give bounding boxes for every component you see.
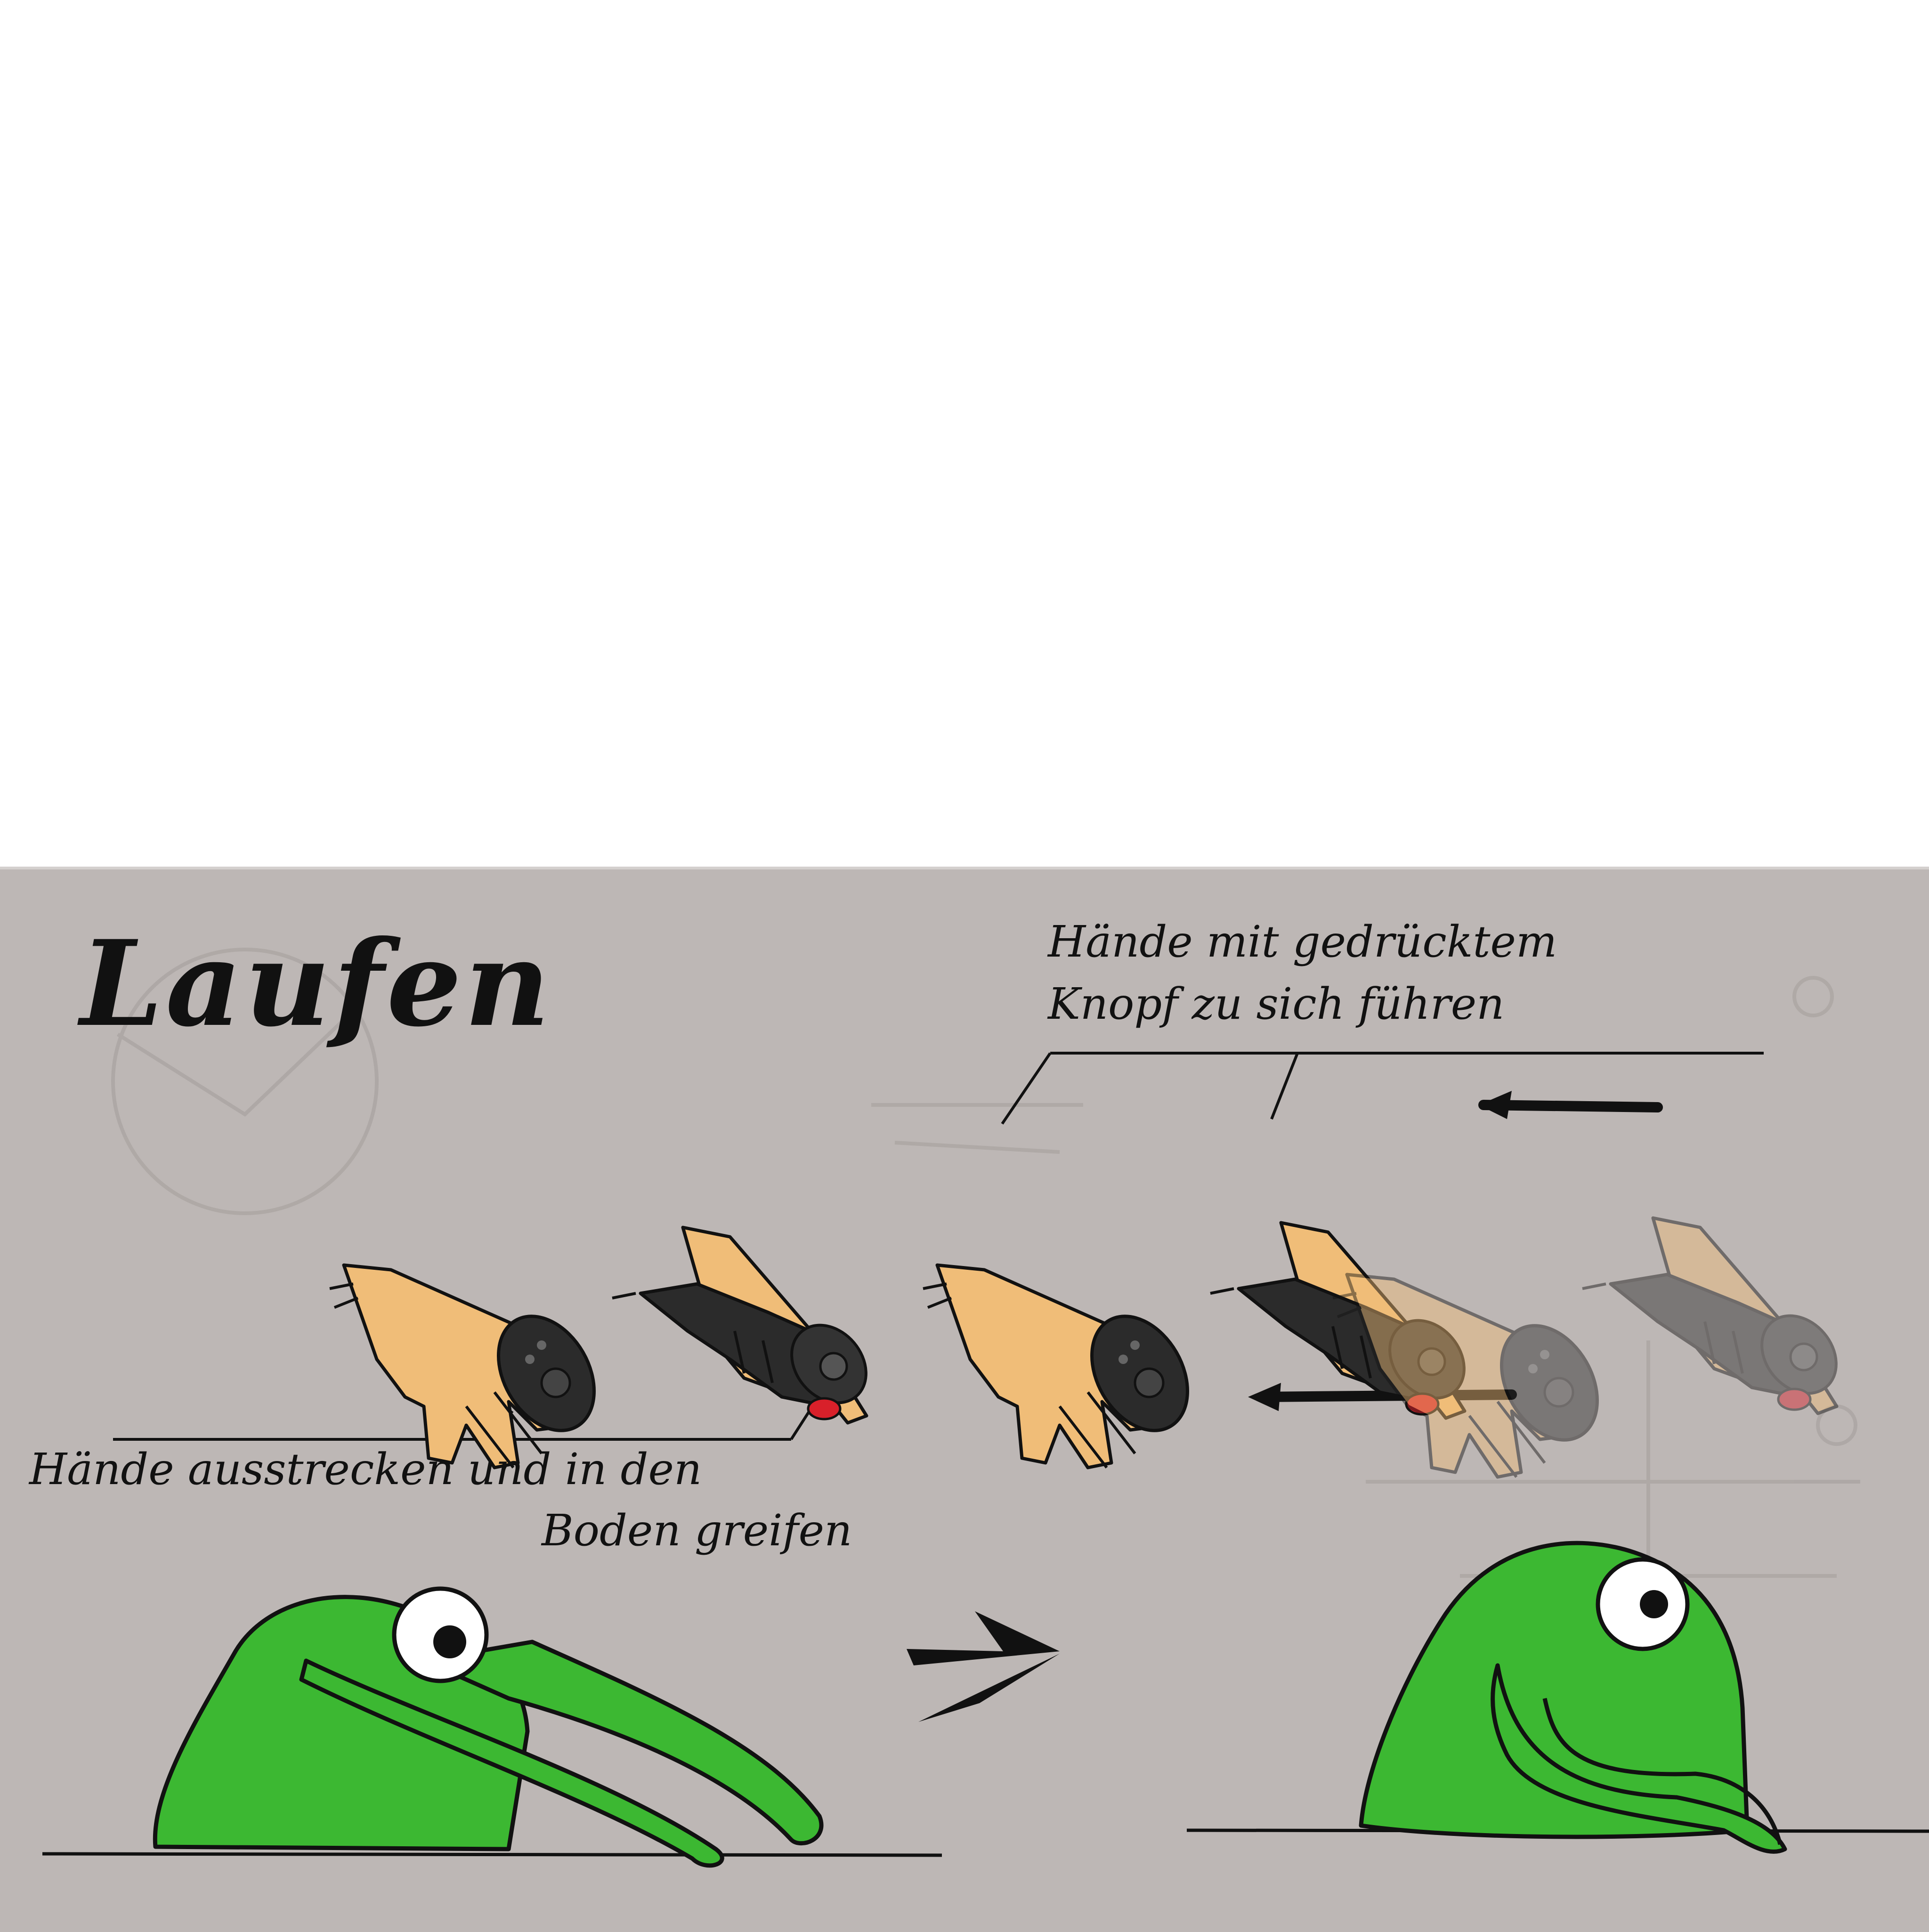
- arrow-left-icon: [1478, 1091, 1663, 1119]
- hand-gripping-controller-ghost-icon: [1582, 1218, 1851, 1413]
- instruction-top-line2: Knopf zu sich führen: [1048, 979, 1505, 1029]
- hand-open-controller-icon: [923, 1265, 1207, 1468]
- illustration-panel: Laufen Hände mit gedrücktem Knopf zu sic…: [0, 867, 1929, 1932]
- arrow-right-icon: [907, 1611, 1060, 1722]
- illustration-canvas: [42, 948, 1929, 1868]
- page-title: Laufen: [80, 914, 553, 1053]
- instruction-bottom-line2: Boden greifen: [542, 1505, 852, 1556]
- hand-open-controller-icon: [330, 1265, 614, 1468]
- top-instruction-bracket: [1001, 1052, 1764, 1125]
- instruction-bottom-line1: Hände ausstrecken und in den: [29, 1444, 702, 1494]
- green-blob-creature: [1359, 1541, 1787, 1854]
- green-blob-creature: [153, 1586, 824, 1868]
- hand-gripping-controller-icon: [612, 1227, 881, 1423]
- instruction-top-line1: Hände mit gedrücktem: [1048, 917, 1557, 967]
